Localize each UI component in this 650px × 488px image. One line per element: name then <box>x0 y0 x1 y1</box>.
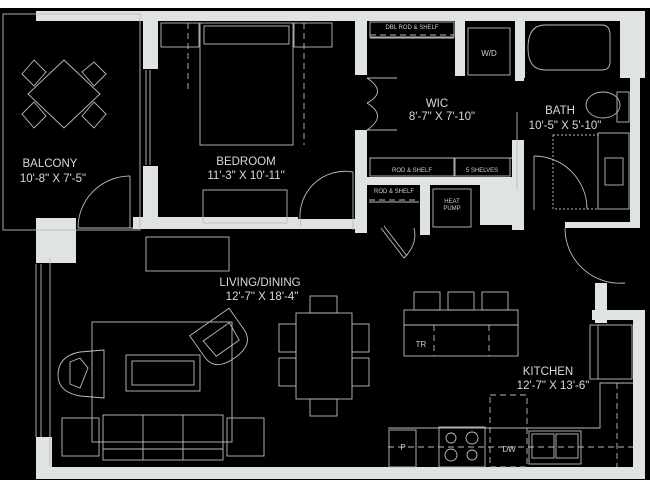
pantry <box>388 429 417 468</box>
balcony: BALCONY 10'-8" X 7'-5" <box>2 13 151 231</box>
end-table-right <box>226 417 265 457</box>
toilet <box>585 91 621 119</box>
kitchen-dims: 12'-7" X 13'-6" <box>517 380 590 392</box>
wic-name: WIC <box>426 98 448 110</box>
stool <box>447 291 475 311</box>
bedroom-name: BEDROOM <box>216 156 275 168</box>
dresser <box>202 189 288 224</box>
dbl-rod-shelf <box>369 21 455 38</box>
nightstand-left <box>160 22 200 48</box>
refrigerator <box>589 324 633 380</box>
coffee-table <box>125 354 201 392</box>
cooktop <box>438 426 486 468</box>
stool <box>481 291 509 311</box>
heat-pump <box>432 188 472 228</box>
sofa <box>102 414 224 461</box>
dishwasher <box>489 394 528 468</box>
armchair-right <box>189 307 248 366</box>
living-dining-dims: 12'-7" X 18'-4" <box>226 291 299 303</box>
wic-dims: 8'-7" X 7'-10" <box>409 111 475 123</box>
walls <box>36 11 645 479</box>
bathroom: BATH 10'-5" X 5'-10" <box>516 21 630 222</box>
washer-dryer <box>467 27 511 76</box>
bedroom-door-swing <box>299 170 354 227</box>
bedroom-dims: 11'-3" X 10'-11" <box>207 170 284 182</box>
armchair-left <box>57 349 105 399</box>
end-table-left <box>61 417 100 457</box>
balcony-table <box>27 59 101 129</box>
five-shelves-label: 5 SHELVES <box>466 168 498 174</box>
dbl-rod-shelf-label: DBL ROD & SHELF <box>385 25 438 31</box>
double-sink <box>528 430 582 465</box>
heat-pump-label-1: HEAT <box>444 199 460 205</box>
rod-shelf-closet-label: ROD & SHELF <box>374 189 414 195</box>
living-dining: LIVING/DINING 12'-7" X 18'-4" <box>35 236 370 467</box>
living-dining-name: LIVING/DINING <box>219 277 300 289</box>
walk-in-closet: DBL ROD & SHELF WIC 8'-7" X 7'-10" ROD &… <box>366 21 512 177</box>
hall-closet: ROD & SHELF HEAT PUMP <box>369 185 480 259</box>
bed <box>199 22 294 146</box>
console-table <box>145 236 230 272</box>
kitchen: TR KITCHEN 12'-7" X 13'-6" P DW <box>388 227 633 468</box>
kitchen-name: KITCHEN <box>523 366 573 378</box>
rug <box>91 321 233 443</box>
pillows <box>203 25 290 45</box>
balcony-door-swing <box>77 175 131 229</box>
five-shelves <box>454 157 511 177</box>
dishwasher-label: DW <box>502 445 516 454</box>
bath-name: BATH <box>545 105 575 117</box>
sink <box>604 157 624 186</box>
stool <box>413 291 441 311</box>
bedroom: BEDROOM 11'-3" X 10'-11" <box>160 22 354 230</box>
balcony-name: BALCONY <box>23 158 78 170</box>
bathtub <box>527 24 611 71</box>
washer-dryer-label: W/D <box>481 49 497 58</box>
pantry-label: P <box>400 443 405 452</box>
entry-door-swing <box>564 227 626 284</box>
bath-door-swing <box>533 155 588 210</box>
bath-dims: 10'-5" X 5'-10" <box>529 120 602 132</box>
rod-shelf-wic-label: ROD & SHELF <box>392 168 432 174</box>
heat-pump-label-2: PUMP <box>443 206 460 212</box>
trash-label: TR <box>416 340 427 349</box>
nightstand-right <box>293 22 333 48</box>
balcony-dims: 10'-8" X 7'-5" <box>20 173 86 185</box>
laundry: W/D <box>467 21 514 76</box>
